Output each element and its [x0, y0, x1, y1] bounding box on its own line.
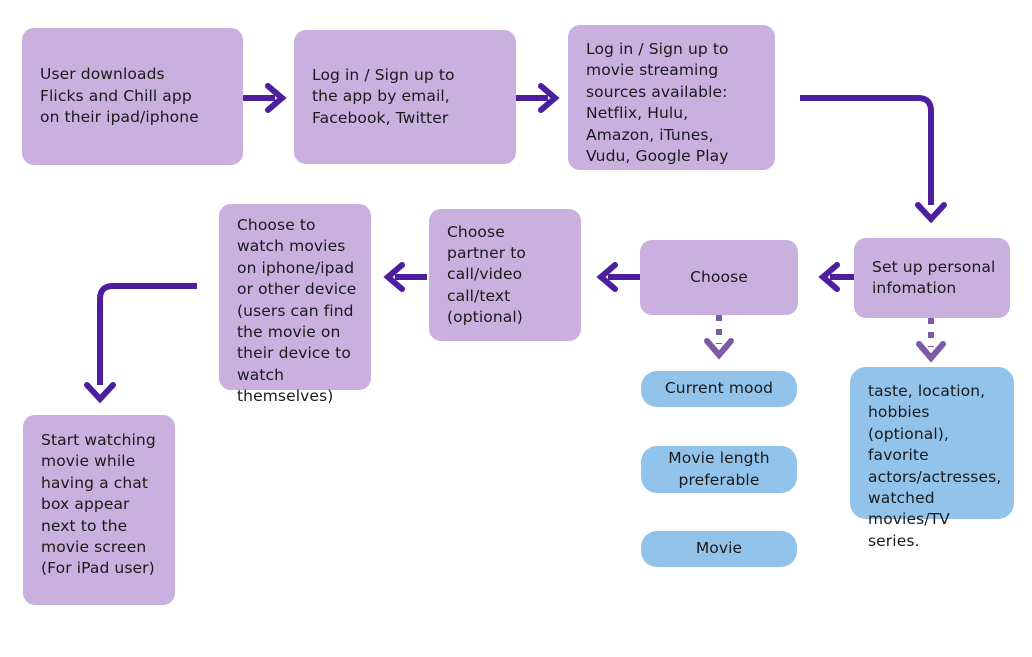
node-login-streaming-sources-label: Log in / Sign up to movie streaming sour… [586, 40, 729, 165]
node-choose-label: Choose [690, 267, 748, 286]
connector-choose-device-to-start-watching [84, 283, 197, 404]
node-login-streaming-sources[interactable]: Log in / Sign up to movie streaming sour… [568, 25, 775, 170]
node-choose-device[interactable]: Choose to watch movies on iphone/ipad or… [219, 204, 371, 405]
connector-download-to-login-app [243, 83, 287, 113]
node-user-downloads[interactable]: User downloads Flicks and Chill app on t… [22, 28, 243, 165]
connector-choose-to-choose-partner [596, 262, 640, 292]
node-movie[interactable]: Movie [641, 531, 797, 567]
node-choose-device-label: Choose to watch movies on iphone/ipad or… [237, 216, 357, 405]
node-current-mood-label: Current mood [664, 379, 774, 398]
node-start-watching[interactable]: Start watching movie while having a chat… [23, 415, 175, 605]
node-movie-length-preferable[interactable]: Movie length preferable [641, 446, 797, 493]
node-movie-label: Movie [695, 539, 743, 558]
node-personal-information-details-label: taste, location, hobbies (optional), fav… [868, 382, 1002, 550]
connector-choose-to-current-mood [704, 315, 734, 360]
connector-login-app-to-login-sources [516, 83, 560, 113]
node-set-up-personal-information-label: Set up personal infomation [872, 257, 996, 297]
connector-login-sources-to-personal-info [800, 95, 947, 224]
node-login-app-label: Log in / Sign up to the app by email, Fa… [312, 65, 455, 127]
connector-personal-info-to-detail [916, 318, 946, 363]
node-set-up-personal-information[interactable]: Set up personal infomation [854, 238, 1010, 318]
node-current-mood[interactable]: Current mood [641, 371, 797, 407]
node-start-watching-label: Start watching movie while having a chat… [41, 431, 156, 578]
node-choose-partner-label: Choose partner to call/video call/text (… [447, 222, 527, 327]
node-choose-partner[interactable]: Choose partner to call/video call/text (… [429, 209, 581, 341]
node-choose[interactable]: Choose [640, 240, 798, 315]
node-movie-length-preferable-label: Movie length preferable [668, 449, 770, 489]
node-personal-information-details[interactable]: taste, location, hobbies (optional), fav… [850, 367, 1014, 550]
connector-choose-partner-to-choose-device [383, 262, 427, 292]
node-login-app[interactable]: Log in / Sign up to the app by email, Fa… [294, 30, 516, 164]
node-user-downloads-label: User downloads Flicks and Chill app on t… [40, 65, 199, 127]
